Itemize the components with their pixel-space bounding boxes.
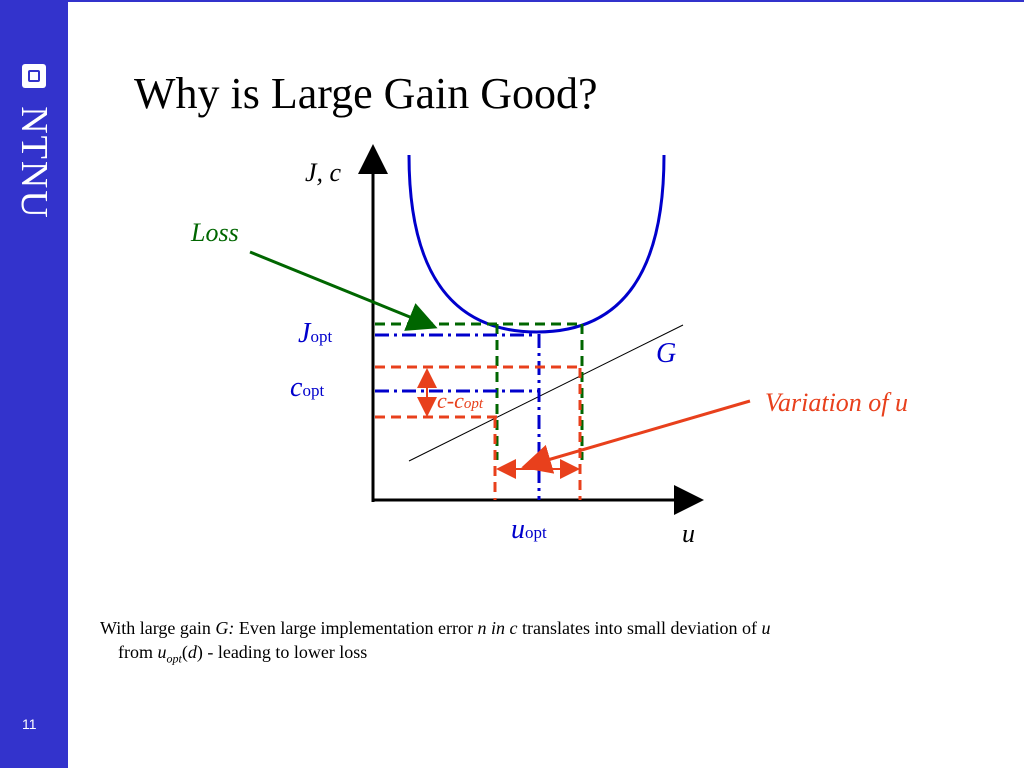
slide-title: Why is Large Gain Good?	[134, 69, 598, 118]
y-axis-label: J, c	[305, 158, 342, 187]
variation-label: Variation of u	[765, 388, 909, 417]
top-rule	[68, 0, 1024, 2]
caption-part-6: ) - leading to lower loss	[196, 642, 368, 662]
loss-pointer-arrow	[249, 250, 438, 331]
caption-part-2: Even large implementation error	[234, 618, 478, 638]
caption-part-5: (	[181, 642, 188, 662]
u-opt-sub: opt	[525, 523, 547, 542]
c-error-sub: opt	[463, 396, 484, 412]
sidebar: NTNU 11	[0, 0, 68, 768]
caption-part-3: translates into small deviation of	[517, 618, 762, 638]
caption-part-1: With large gain	[100, 618, 216, 638]
x-axis-label: u	[682, 519, 695, 548]
gain-line-g	[408, 324, 684, 462]
g-label: G	[656, 338, 677, 369]
caption-opt: opt	[166, 651, 182, 666]
loss-label: Loss	[191, 218, 239, 247]
caption-n-in-c: n in c	[477, 618, 518, 638]
caption-line-2: from uopt(d) - leading to lower loss	[100, 640, 980, 671]
loss-curve	[407, 154, 666, 334]
j-opt-main: J	[298, 318, 311, 349]
caption: With large gain G: Even large implementa…	[100, 616, 980, 671]
caption-g: G:	[215, 618, 235, 638]
caption-u: u	[761, 618, 771, 638]
c-opt-sub: opt	[302, 381, 325, 400]
caption-d: d	[187, 642, 197, 662]
u-opt-label: uopt	[511, 516, 547, 544]
j-opt-label: Jopt	[298, 320, 332, 348]
c-opt-label: copt	[290, 374, 324, 402]
c-opt-main: c	[290, 372, 303, 403]
caption-part-4: from	[118, 642, 158, 662]
page-number: 11	[22, 716, 37, 732]
j-opt-sub: opt	[310, 327, 333, 346]
caption-u2: u	[157, 642, 167, 662]
c-error-main: c-c	[437, 388, 464, 413]
c-error-label: c-copt	[437, 390, 483, 412]
u-opt-main: u	[511, 514, 525, 545]
ntnu-logo-icon	[22, 64, 46, 88]
variation-pointer-arrow	[521, 399, 751, 474]
